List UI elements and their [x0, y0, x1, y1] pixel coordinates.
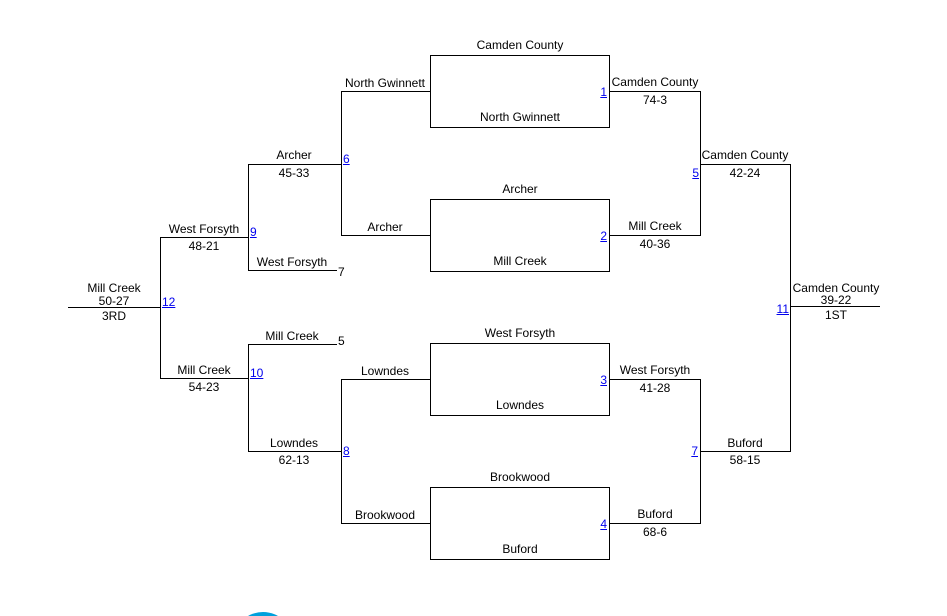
game3-top-team-label: West Forsyth [484, 326, 556, 340]
game7-score-label: 58-15 [729, 453, 761, 467]
connector-line [790, 306, 880, 307]
game2-bottom-team-label: Mill Creek [493, 254, 547, 268]
game10-winner-label: Mill Creek [177, 363, 231, 377]
game12-score-label: 50-27 [98, 294, 130, 308]
connector-line [700, 451, 790, 452]
game1-box [430, 55, 610, 128]
game3-score-label: 41-28 [639, 381, 671, 395]
game1-top-team-label: Camden County [476, 38, 564, 52]
game4-loser-label: Brookwood [354, 508, 416, 522]
connector-line [341, 379, 430, 380]
game3-loser-label: Lowndes [360, 364, 410, 378]
game12-winner-label: Mill Creek [87, 281, 141, 295]
game4-box [430, 487, 610, 560]
game7-winner-label: Buford [727, 436, 763, 450]
connector-line [341, 523, 430, 524]
game5-score-label: 42-24 [729, 166, 761, 180]
game7-ref-label: 7 [338, 265, 345, 279]
connector-line [341, 379, 342, 524]
game8-winner-label: Lowndes [269, 436, 319, 450]
game9-dropin-label: West Forsyth [256, 255, 328, 269]
connector-line [248, 344, 337, 345]
game1-winner-label: Camden County [611, 75, 699, 89]
game10-score-label: 54-23 [188, 380, 220, 394]
game4-link[interactable]: 4 [600, 517, 607, 531]
connector-line [610, 91, 700, 92]
game9-winner-label: West Forsyth [168, 222, 240, 236]
connector-line [248, 451, 341, 452]
connector-line [248, 344, 249, 452]
game4-bottom-team-label: Buford [502, 542, 538, 556]
connector-line [248, 164, 341, 165]
connector-line [68, 307, 160, 308]
connector-line [160, 237, 248, 238]
game8-link[interactable]: 8 [343, 444, 350, 458]
game1-score-label: 74-3 [642, 93, 668, 107]
game1-bottom-team-label: North Gwinnett [479, 110, 561, 124]
game2-loser-label: Archer [367, 220, 403, 234]
game5-link[interactable]: 5 [692, 166, 699, 180]
connector-line [248, 270, 337, 271]
game2-score-label: 40-36 [639, 237, 671, 251]
game2-link[interactable]: 2 [600, 229, 607, 243]
chat-bubble-icon[interactable] [233, 612, 293, 616]
connector-line [341, 235, 430, 236]
connector-line [248, 164, 249, 271]
connector-line [610, 523, 700, 524]
connector-line [341, 91, 430, 92]
game8-score-label: 62-13 [278, 453, 310, 467]
connector-line [790, 164, 791, 452]
game3-box [430, 343, 610, 416]
game4-score-label: 68-6 [642, 525, 668, 539]
game9-score-label: 48-21 [188, 239, 220, 253]
game10-dropin-label: Mill Creek [265, 329, 319, 343]
game1-loser-label: North Gwinnett [344, 76, 426, 90]
game9-link[interactable]: 9 [250, 225, 257, 239]
connector-line [610, 379, 700, 380]
game6-link[interactable]: 6 [343, 152, 350, 166]
third-place-label: 3RD [101, 309, 127, 323]
connector-line [160, 237, 161, 379]
game3-bottom-team-label: Lowndes [495, 398, 545, 412]
connector-line [700, 164, 790, 165]
game2-top-team-label: Archer [502, 182, 538, 196]
connector-line [610, 235, 700, 236]
game5-winner-label: Camden County [701, 148, 789, 162]
game3-link[interactable]: 3 [600, 373, 607, 387]
game10-link[interactable]: 10 [250, 366, 264, 380]
champion-label: Camden County [792, 281, 880, 295]
game4-winner-label: Buford [637, 507, 673, 521]
game11-link[interactable]: 11 [776, 302, 789, 316]
game1-link[interactable]: 1 [600, 85, 607, 99]
game6-score-label: 45-33 [278, 166, 310, 180]
connector-line [700, 91, 701, 236]
game12-link[interactable]: 12 [162, 295, 176, 309]
game5-ref-label: 5 [338, 334, 345, 348]
game2-winner-label: Mill Creek [628, 219, 682, 233]
game3-winner-label: West Forsyth [619, 363, 691, 377]
final-score-label: 39-22 [820, 293, 852, 307]
game2-box [430, 199, 610, 272]
first-place-label: 1ST [824, 308, 848, 322]
game7-link[interactable]: 7 [691, 444, 698, 458]
connector-line [160, 378, 248, 379]
game4-top-team-label: Brookwood [489, 470, 551, 484]
game6-winner-label: Archer [276, 148, 312, 162]
connector-line [341, 91, 342, 236]
